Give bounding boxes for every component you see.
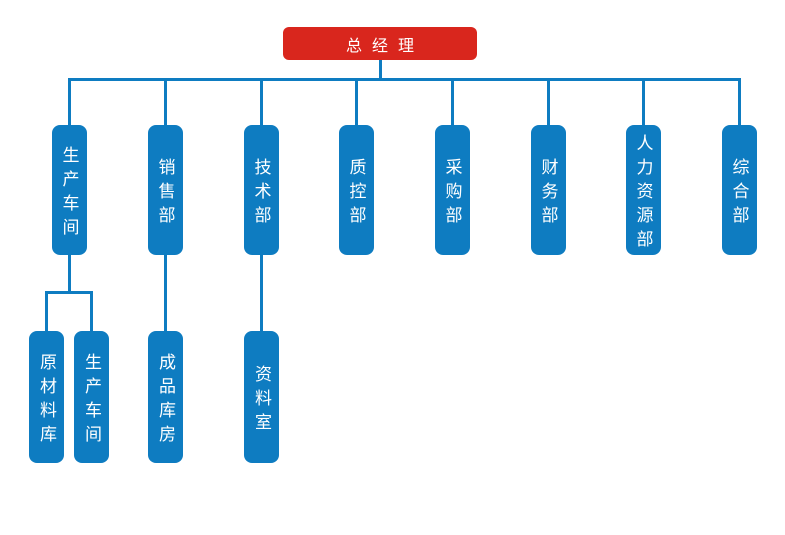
connector-drop-dept-2 [163,77,167,125]
org-node-dept-7: 人力资源部 [625,125,661,255]
connector-drop-dept-5 [450,77,454,125]
org-node-label: 采购部 [442,157,462,230]
org-node-dept-6: 财务部 [530,125,566,255]
org-node-label: 综合部 [729,157,749,230]
connector-drop-dept-7 [641,77,645,125]
org-node-dept-3: 技术部 [243,125,279,255]
connector-drop-dept-6 [546,77,550,125]
connector-drop-dept-1 [67,77,71,125]
org-node-subunit-1: 原材料库 [29,331,64,463]
org-node-subunit-2: 生产车间 [74,331,109,463]
connector-branch-drop-left [45,290,48,331]
org-node-subunit-3: 成品库房 [148,331,183,463]
org-node-dept-5: 采购部 [434,125,470,255]
connector-drop-dept-8 [737,77,741,125]
connector-dept2-stub [163,254,167,331]
org-node-label: 销售部 [155,157,175,230]
org-node-label: 原材料库 [37,352,56,449]
org-node-label: 总经理 [345,37,424,55]
connector-branch-horizontal [45,290,93,294]
org-node-label: 生产车间 [82,352,101,449]
org-node-label: 资料室 [252,364,271,437]
connector-drop-dept-3 [259,77,263,125]
org-node-general-manager: 总经理 [283,27,477,60]
org-node-subunit-4: 资料室 [244,331,279,463]
org-node-label: 成品库房 [156,352,175,449]
org-node-label: 质控部 [346,157,366,230]
connector-dept1-stub [67,254,71,294]
connector-root-drop [378,60,382,81]
org-node-label: 技术部 [251,157,271,230]
org-node-label: 生产车间 [59,145,79,242]
org-node-dept-2: 销售部 [147,125,183,255]
org-node-dept-1: 生产车间 [51,125,87,255]
connector-dept3-stub [259,254,263,331]
connector-drop-dept-4 [354,77,358,125]
org-node-label: 财务部 [538,157,558,230]
connector-branch-drop-right [90,290,93,331]
org-node-dept-8: 综合部 [721,125,757,255]
org-node-label: 人力资源部 [633,133,653,254]
connector-main-horizontal [67,77,741,81]
org-node-dept-4: 质控部 [338,125,374,255]
